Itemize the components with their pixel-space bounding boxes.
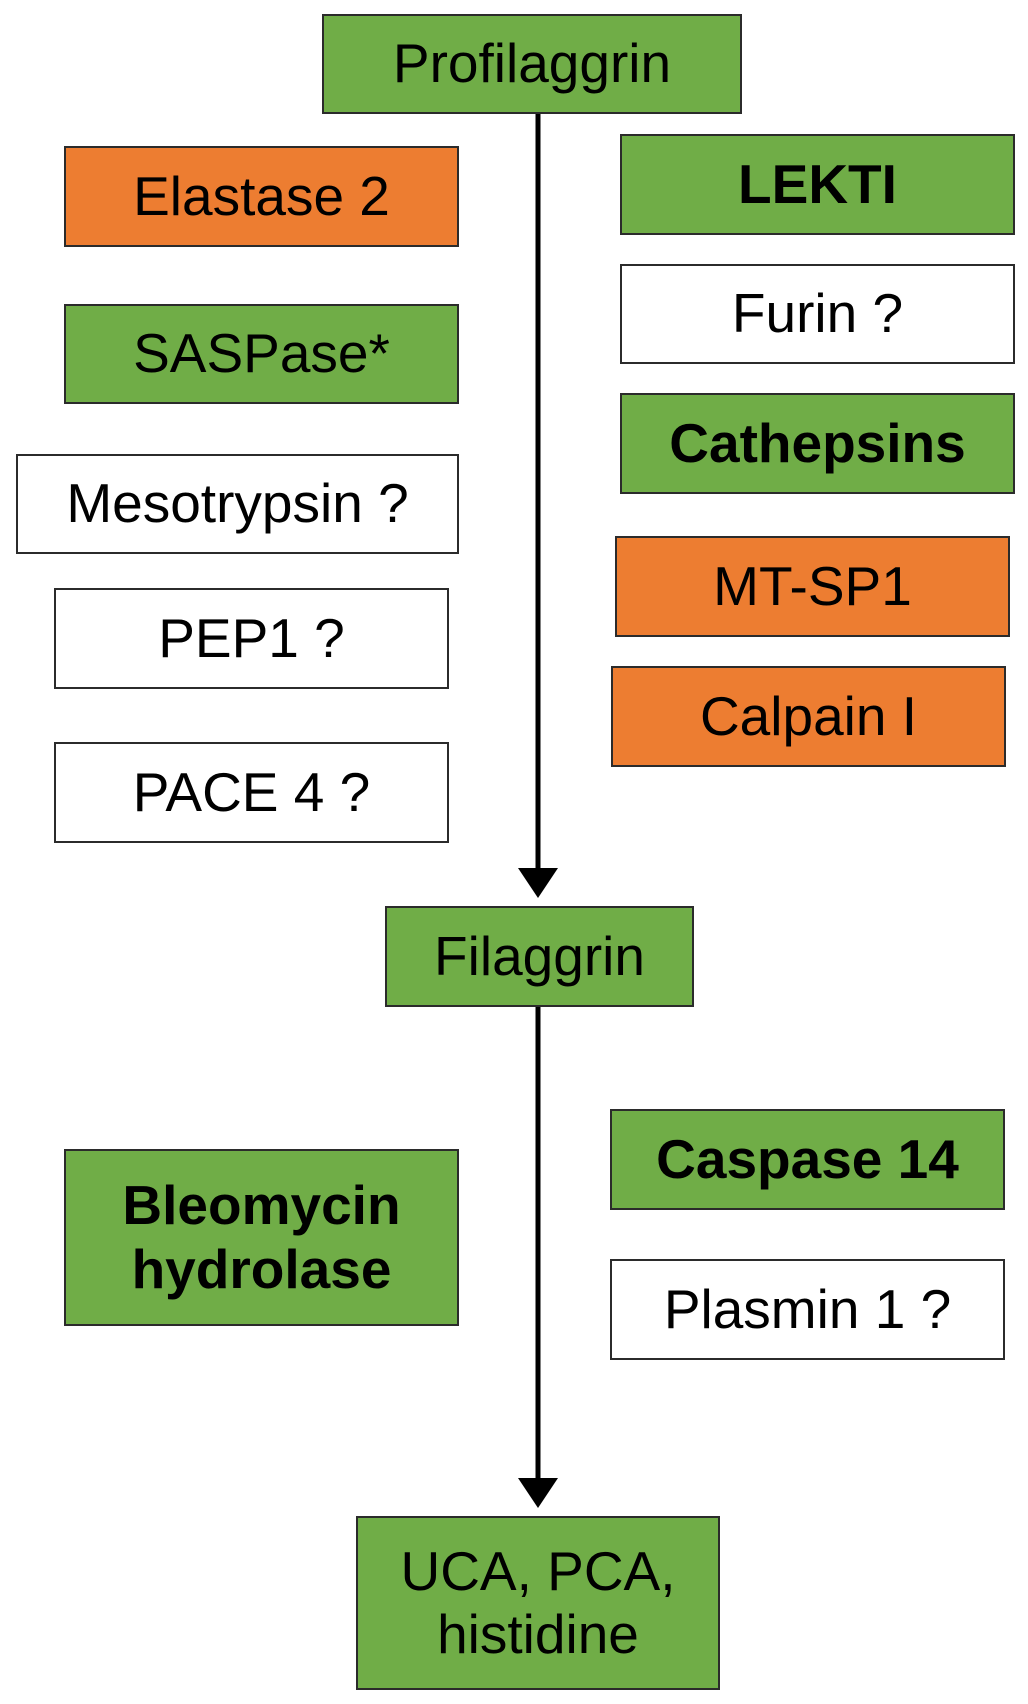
- bleomycin-hydrolase-node: Bleomycin hydrolase: [64, 1149, 459, 1326]
- saspase-node: SASPase*: [64, 304, 459, 404]
- plasmin-1-node: Plasmin 1 ?: [610, 1259, 1005, 1360]
- filaggrin-node: Filaggrin: [385, 906, 694, 1007]
- calpain-1-node: Calpain I: [611, 666, 1006, 767]
- cathepsins-node: Cathepsins: [620, 393, 1015, 494]
- pace4-node: PACE 4 ?: [54, 742, 449, 843]
- furin-node: Furin ?: [620, 264, 1015, 364]
- products-node: UCA, PCA, histidine: [356, 1516, 720, 1690]
- mesotrypsin-node: Mesotrypsin ?: [16, 454, 459, 554]
- mt-sp1-node: MT-SP1: [615, 536, 1010, 637]
- caspase-14-node: Caspase 14: [610, 1109, 1005, 1210]
- profilaggrin-node: Profilaggrin: [322, 14, 742, 114]
- lekti-node: LEKTI: [620, 134, 1015, 235]
- pep1-node: PEP1 ?: [54, 588, 449, 689]
- elastase-2-node: Elastase 2: [64, 146, 459, 247]
